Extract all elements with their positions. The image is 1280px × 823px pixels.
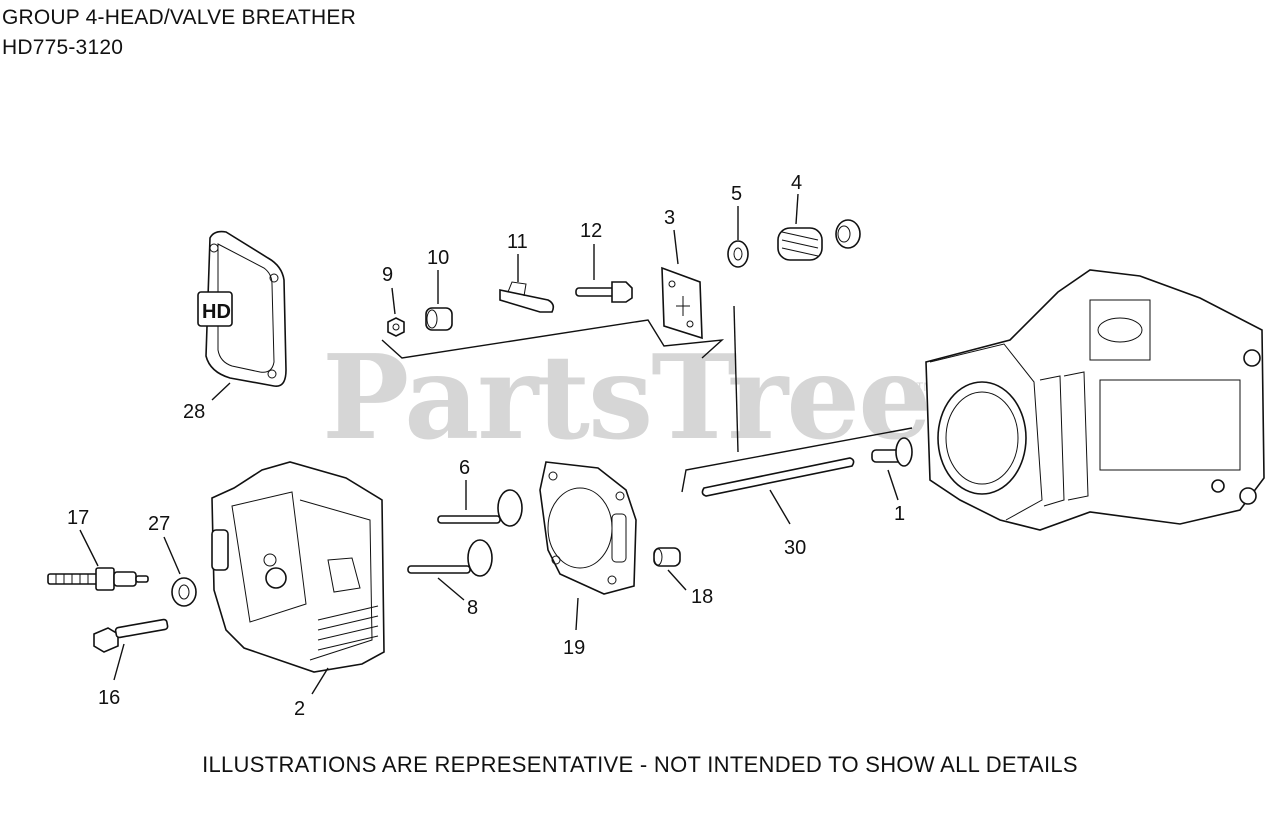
callout-16[interactable]: 16 [98, 687, 120, 709]
part-head-bolt[interactable] [93, 618, 169, 653]
part-spring-retainer[interactable] [727, 240, 749, 268]
part-head-gasket[interactable] [539, 461, 637, 595]
footer-disclaimer: ILLUSTRATIONS ARE REPRESENTATIVE - NOT I… [202, 752, 1078, 777]
part-valve-seal[interactable] [171, 577, 197, 607]
callout-11[interactable]: 11 [507, 231, 528, 253]
part-nut[interactable] [387, 317, 405, 337]
part-guide-plate[interactable] [661, 266, 703, 340]
callout-12[interactable]: 12 [580, 220, 602, 242]
callout-19[interactable]: 19 [563, 637, 585, 659]
callout-28[interactable]: 28 [183, 401, 205, 423]
cover-logo: HD [202, 301, 231, 323]
part-valve-spring[interactable] [777, 219, 861, 261]
callout-17[interactable]: 17 [67, 507, 89, 529]
callout-2[interactable]: 2 [294, 698, 305, 720]
part-cylinder-head[interactable] [211, 461, 385, 673]
callout-9[interactable]: 9 [382, 264, 393, 286]
callout-5[interactable]: 5 [731, 183, 742, 205]
part-intake-valve[interactable] [437, 489, 523, 527]
callout-27[interactable]: 27 [148, 513, 170, 535]
engine-block [925, 269, 1265, 531]
model-number: HD775-3120 [2, 36, 124, 59]
diagram-title: GROUP 4-HEAD/VALVE BREATHER [2, 6, 356, 29]
part-rocker-stud[interactable] [575, 281, 633, 303]
part-tappet[interactable] [871, 437, 913, 467]
part-spark-plug[interactable] [47, 567, 149, 591]
callout-6[interactable]: 6 [459, 457, 470, 479]
callout-4[interactable]: 4 [791, 172, 802, 194]
part-rocker-pivot[interactable] [425, 307, 453, 331]
part-rocker-arm[interactable] [499, 281, 555, 313]
callout-3[interactable]: 3 [664, 207, 675, 229]
part-dowel-pin[interactable] [653, 547, 681, 567]
part-exhaust-valve[interactable] [407, 539, 493, 577]
part-push-rod[interactable] [701, 457, 855, 497]
callout-30[interactable]: 30 [784, 537, 806, 559]
callout-18[interactable]: 18 [691, 586, 713, 608]
callout-1[interactable]: 1 [894, 503, 905, 525]
part-valve-cover[interactable]: HD [197, 230, 287, 387]
callout-10[interactable]: 10 [427, 247, 449, 269]
callout-8[interactable]: 8 [467, 597, 478, 619]
